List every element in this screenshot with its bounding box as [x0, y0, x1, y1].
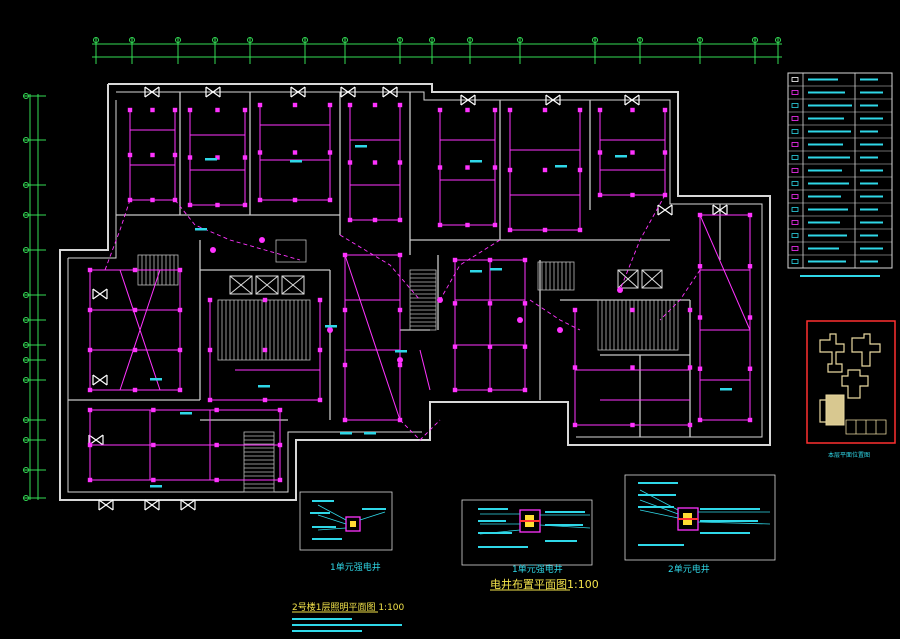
- home-run-wires: [104, 194, 701, 441]
- detail-mid-shaft: [461, 499, 593, 566]
- left-dimension-line: [23, 93, 46, 501]
- plan-notes: [292, 618, 402, 632]
- detail-right-shaft: [624, 474, 776, 561]
- light-fixtures: [87, 102, 753, 483]
- detail-mid-title: 1单元强电井: [512, 565, 563, 575]
- main-title: 电井布置平面图1:100: [490, 578, 599, 591]
- key-plan-title: 本层平面位置图: [828, 452, 871, 459]
- detail-left-title: 1单元强电井: [330, 563, 381, 573]
- circuit-labels: [150, 145, 732, 488]
- detail-right-title: 2单元电井: [668, 565, 710, 575]
- elevator-shafts: [229, 269, 663, 295]
- plan-title: 2号楼1层照明平面图 1:100: [292, 603, 405, 613]
- building-outline: [59, 83, 771, 501]
- window-symbols: [88, 86, 728, 511]
- top-dimension-line: [92, 37, 782, 64]
- detail-left-shaft: [299, 491, 393, 551]
- key-plan: [806, 320, 896, 444]
- legend-table: [787, 72, 893, 277]
